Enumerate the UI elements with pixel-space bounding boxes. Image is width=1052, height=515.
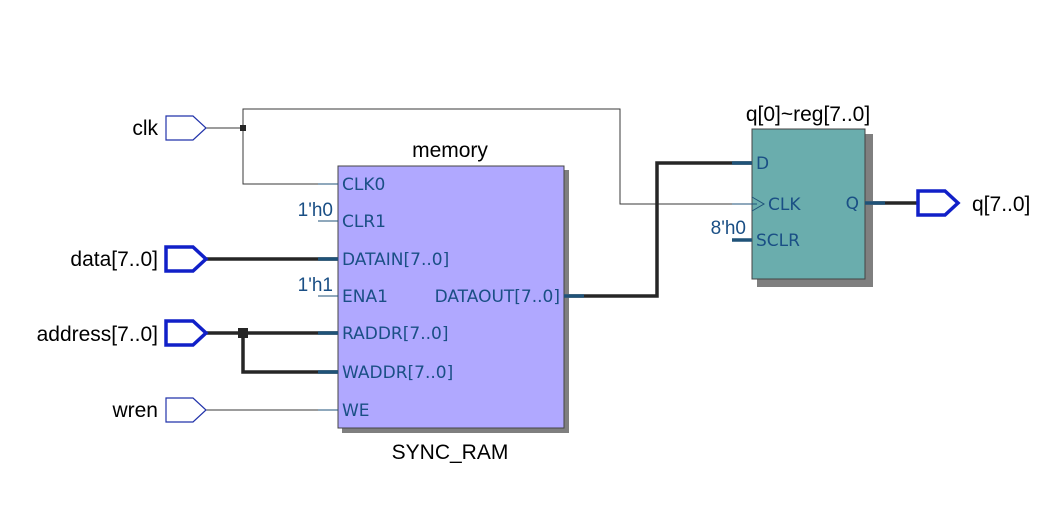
pin-data-label: data[7..0]	[70, 248, 158, 271]
reg-port-clk-label: CLK	[768, 195, 801, 215]
reg-port-d-label: D	[756, 154, 769, 174]
input-pin-data[interactable]: data[7..0]	[70, 245, 209, 273]
memory-block-body	[337, 165, 565, 429]
wires	[206, 108, 918, 411]
pin-address-shape	[164, 319, 209, 347]
port-waddr-label: WADDR[7..0]	[342, 363, 453, 383]
memory-block[interactable]: memory SYNC_RAM CLK0 CLR1 DATAIN[7..0] E…	[298, 139, 584, 464]
input-pin-clk[interactable]: clk	[132, 115, 207, 141]
reg-port-q-label: Q	[846, 194, 859, 214]
pin-q-shape	[916, 189, 961, 217]
pin-wren-label: wren	[111, 399, 158, 422]
pin-clk-shape	[165, 115, 207, 141]
output-pin-q[interactable]: q[7..0]	[916, 189, 1030, 217]
const-clr1: 1'h0	[298, 200, 333, 221]
memory-instance-name: memory	[412, 139, 488, 162]
pin-clk-label: clk	[132, 117, 158, 140]
pin-address-label: address[7..0]	[37, 323, 158, 346]
port-datain-label: DATAIN[7..0]	[342, 250, 449, 270]
junction-clk	[240, 125, 246, 131]
clock-edge-icon	[751, 196, 765, 212]
input-pin-address[interactable]: address[7..0]	[37, 319, 209, 347]
register-instance-name: q[0]~reg[7..0]	[746, 103, 870, 126]
pin-q-label: q[7..0]	[972, 193, 1030, 216]
port-dataout-label: DATAOUT[7..0]	[435, 287, 560, 307]
wire-address-to-waddr	[241, 333, 338, 374]
pin-data-shape	[164, 245, 209, 273]
register-block-body	[751, 128, 866, 280]
const-sclr: 8'h0	[711, 218, 746, 239]
reg-port-sclr-label: SCLR	[756, 231, 800, 251]
port-clr1-label: CLR1	[342, 212, 386, 232]
pin-wren-shape	[165, 397, 207, 423]
port-raddr-label: RADDR[7..0]	[342, 324, 448, 344]
const-ena1: 1'h1	[298, 275, 333, 296]
port-we-label: WE	[342, 401, 370, 421]
input-pin-wren[interactable]: wren	[111, 397, 207, 423]
port-ena1-label: ENA1	[342, 287, 388, 307]
junction-address	[238, 328, 248, 338]
register-block[interactable]: q[0]~reg[7..0] D CLK Q SCLR 8'h0	[711, 103, 885, 287]
memory-type-name: SYNC_RAM	[392, 441, 509, 464]
wire-clk-to-clk0	[242, 128, 338, 185]
port-clk0-label: CLK0	[342, 175, 385, 195]
wire-dataout-to-d	[564, 161, 752, 298]
wire-clk-to-register	[242, 108, 757, 205]
